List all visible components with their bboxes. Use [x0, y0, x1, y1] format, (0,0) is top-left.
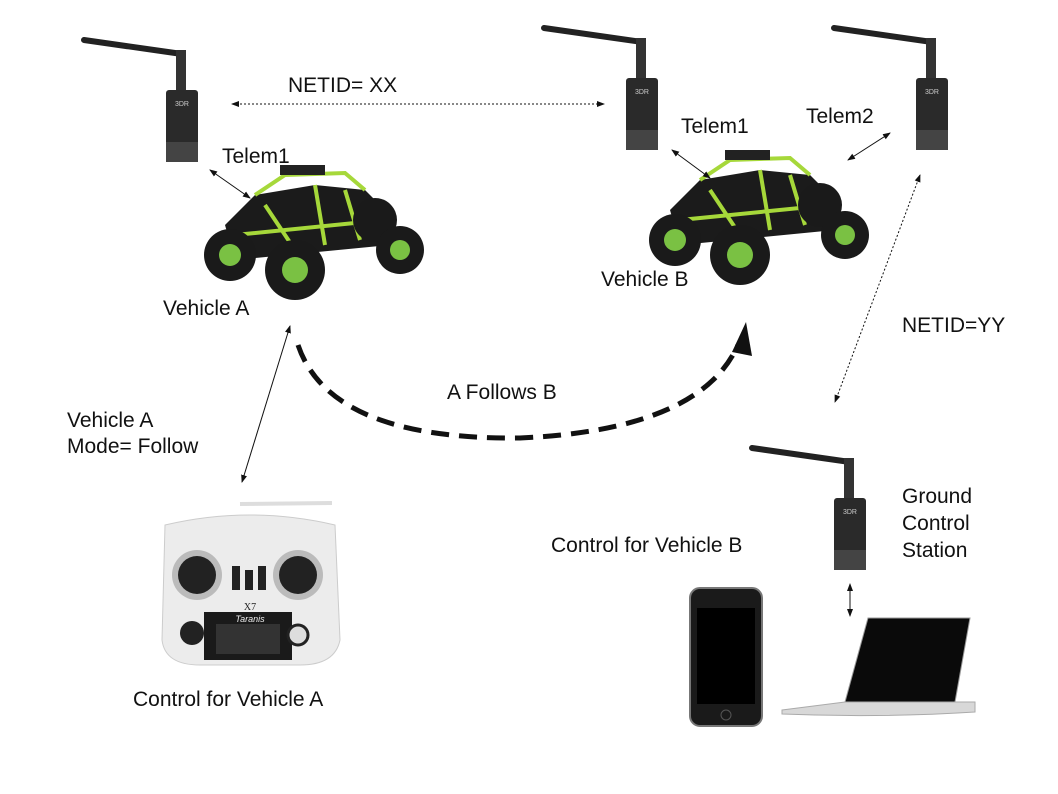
netid-xx-label: NETID= XX	[288, 74, 398, 97]
svg-text:X7: X7	[244, 602, 256, 613]
control-vehicle-a-label: Control for Vehicle A	[133, 688, 324, 711]
netid-yy-label: NETID=YY	[902, 314, 1006, 337]
vehicle-b-image	[647, 148, 871, 287]
follow-arrowhead	[732, 322, 752, 356]
telem1-a-label: Telem1	[222, 145, 290, 168]
radio-module-vehicle-b-telem1	[544, 28, 658, 150]
control-vehicle-b-label: Control for Vehicle B	[551, 534, 743, 557]
radio-module-gcs	[752, 448, 866, 570]
netid-yy-link-arrow	[834, 174, 921, 403]
telem1-a-arrow	[209, 169, 251, 199]
telem1-b-label: Telem1	[681, 115, 749, 138]
vehicle-a-label: Vehicle A	[163, 297, 250, 320]
gcs-label-line1: Ground	[902, 485, 973, 508]
radio-module-vehicle-a	[84, 40, 198, 162]
vehicle-a-image	[202, 163, 426, 302]
laptop-image	[781, 617, 976, 717]
telem1-b-arrow	[671, 149, 711, 179]
radio-module-vehicle-b-telem2	[834, 28, 948, 150]
telem2-b-label: Telem2	[806, 105, 874, 128]
svg-text:Taranis: Taranis	[235, 614, 265, 624]
smartphone-image	[689, 587, 763, 727]
vehicle-a-mode-label-line1: Vehicle A	[67, 409, 154, 432]
follow-dashed-curve	[295, 343, 741, 441]
telem2-b-arrow	[847, 132, 891, 161]
gcs-label-line3: Station	[902, 539, 968, 562]
vehicle-a-mode-label-line2: Mode= Follow	[67, 435, 199, 458]
rc-link-arrow	[241, 325, 291, 483]
vehicle-b-label: Vehicle B	[601, 268, 689, 291]
rc-transmitter-image: X7 Taranis	[161, 501, 341, 666]
a-follows-b-label: A Follows B	[447, 381, 557, 404]
gcs-label-line2: Control	[902, 512, 970, 535]
